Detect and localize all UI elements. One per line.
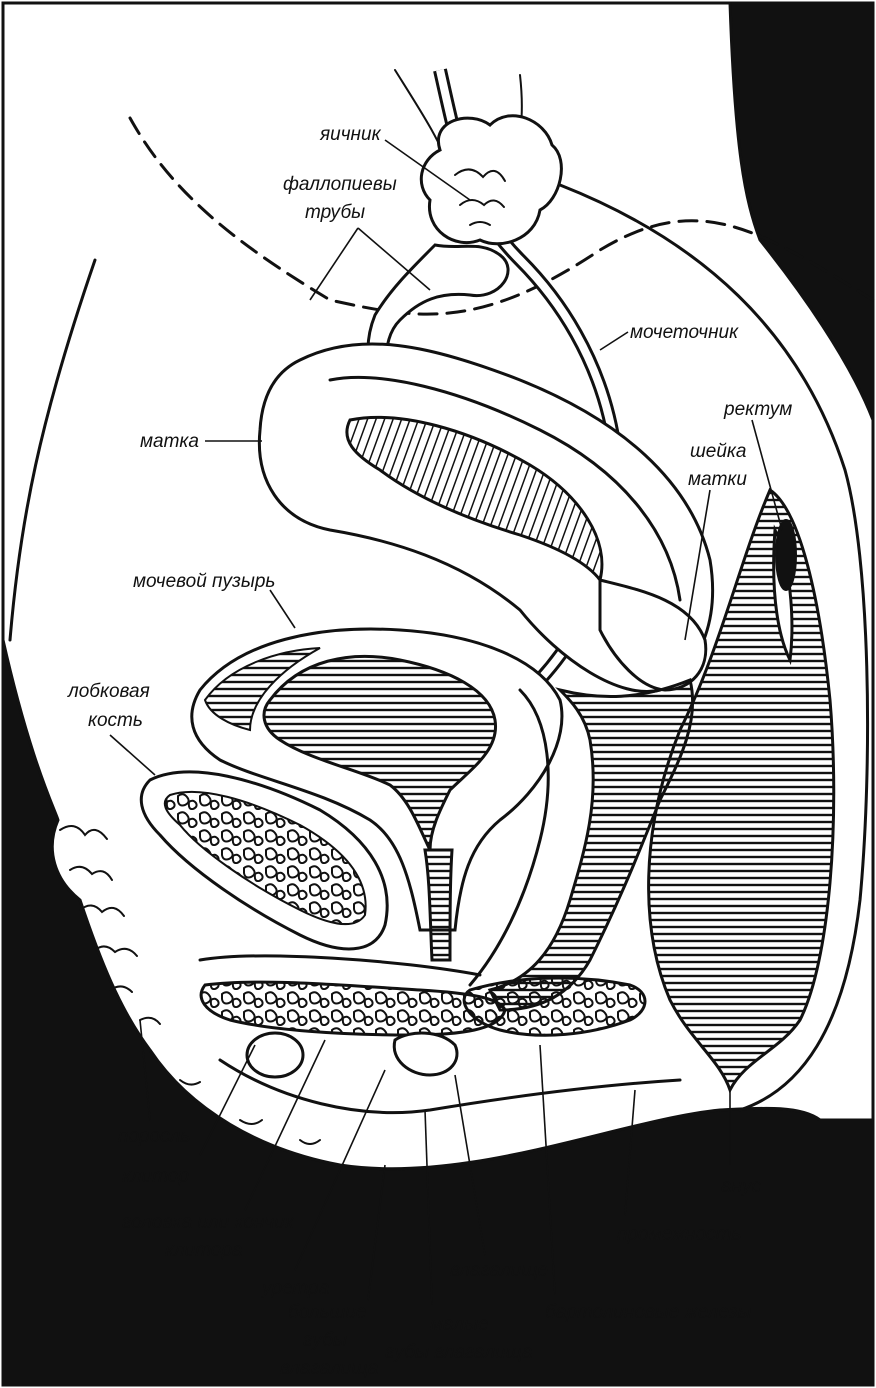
pubic-bone-marrow <box>163 790 367 926</box>
label-vagina: влагалище <box>450 1260 548 1281</box>
leader-rectum <box>751 419 783 531</box>
fallopian-tube <box>366 243 510 382</box>
label-pubic-bone-2: кость <box>88 710 143 731</box>
ovary-detail <box>454 168 506 226</box>
leader-labia-majora <box>367 1164 386 1301</box>
leader-glans <box>244 1039 326 1211</box>
label-urethra: уретра <box>260 1278 329 1299</box>
leader-ovary <box>384 139 471 201</box>
leader-labia-minora <box>424 1109 433 1306</box>
label-fallopian-1: фаллопиевы <box>283 174 397 195</box>
label-fallopian-2: трубы <box>305 202 365 223</box>
leader-fallopian-b <box>357 227 431 291</box>
label-rectum: ректум <box>723 399 792 420</box>
urethra-channel <box>423 848 454 962</box>
ovary <box>419 114 563 246</box>
leader-bladder <box>269 589 296 629</box>
pubic-hair <box>59 825 321 1145</box>
clitoris-body <box>199 980 507 1037</box>
label-perineum: промежность <box>617 1224 741 1245</box>
leader-pubic-hair <box>139 1019 151 1121</box>
labia-minora <box>392 1031 459 1077</box>
label-bartholin: бартолиновые железы <box>545 1302 752 1323</box>
label-labia-majora-3: влагалища <box>280 1358 378 1379</box>
label-labia-majora-2: губы <box>303 1330 347 1351</box>
label-pubic-hair: поросль <box>118 1126 190 1147</box>
leader-perineum <box>624 1089 636 1216</box>
clitoris-glans <box>245 1031 305 1079</box>
leader-clitoris <box>199 1044 256 1156</box>
bladder-lumen <box>262 654 497 851</box>
label-clitoris: клитор <box>122 1166 189 1187</box>
uterus-wall-inner <box>328 376 682 602</box>
leader-fallopian-a <box>309 227 359 301</box>
leader-urethra <box>294 1069 386 1271</box>
label-labia-minora-1: малые <box>430 1314 489 1335</box>
leader-bartholin <box>539 1044 556 1296</box>
bladder-wall-dark <box>203 647 321 732</box>
label-ovary: яичник <box>319 124 382 145</box>
label-uterus: матка <box>140 431 199 452</box>
label-bladder: мочевой пузырь <box>133 571 275 592</box>
label-labia-majora-1: большие <box>288 1302 366 1323</box>
rectum-upper-dark <box>775 519 797 591</box>
cervix <box>598 578 708 692</box>
back-wall-line <box>558 183 870 1112</box>
leader-pubic-bone <box>109 734 156 776</box>
label-anus: анус <box>721 1176 762 1197</box>
label-ureter: мочеточник <box>630 322 739 343</box>
label-pubic-bone-1: лобковая <box>67 681 150 702</box>
labia-outline <box>198 954 682 1115</box>
label-glans-2: клитора <box>165 1240 243 1261</box>
peritoneum-line <box>128 116 875 316</box>
uterine-cavity <box>345 416 604 584</box>
leader-cervix <box>684 489 711 641</box>
label-cervix-2: матки <box>688 469 747 490</box>
leader-ureter <box>599 331 629 351</box>
leader-vagina <box>454 1074 486 1256</box>
label-cervix-1: шейка <box>690 441 746 462</box>
label-glans-1: головка или кончик <box>122 1212 295 1233</box>
label-labia-minora-2: губы влагалища <box>385 1342 533 1363</box>
vaginal-wall <box>468 688 550 987</box>
abdominal-wall <box>8 258 97 642</box>
